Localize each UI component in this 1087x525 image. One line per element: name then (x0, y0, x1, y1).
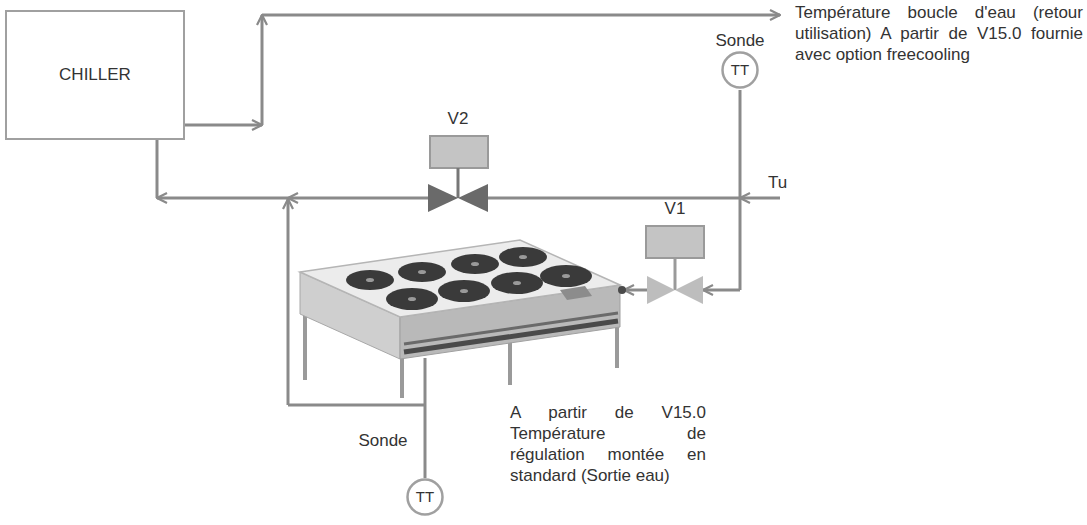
fan (438, 280, 490, 302)
freecooling-pipe (624, 289, 647, 292)
fan (398, 262, 446, 282)
fan (386, 288, 438, 310)
fan-hub (471, 262, 479, 266)
supply-pipe (262, 14, 780, 17)
box-title: CHILLER (59, 65, 131, 85)
point-label: Tu (768, 172, 798, 193)
chiller-box: CHILLER (5, 10, 185, 140)
valve-body (458, 184, 488, 212)
sensor-stem (424, 405, 427, 478)
leg (303, 312, 307, 380)
fan (451, 254, 499, 274)
coil-header (404, 321, 618, 352)
sensor-tag: TT (416, 488, 434, 506)
sensor-label: Sonde (355, 430, 411, 451)
return-pipe (288, 197, 428, 200)
sensor-note: Température boucle d'eau (retour utilisa… (795, 2, 1083, 65)
valve-actuator (430, 136, 488, 168)
valve-label: V2 (428, 108, 488, 129)
valve-label: V1 (645, 198, 705, 219)
sensor-circle (408, 480, 443, 515)
freecooling-pipe (739, 198, 742, 290)
supply-pipe (185, 124, 262, 127)
fan-hub (418, 270, 426, 274)
fan-hub (513, 281, 521, 285)
freecooling-pipe (703, 289, 740, 292)
fan-hub (460, 289, 468, 293)
leg (615, 326, 619, 368)
control-box (560, 286, 592, 300)
valve-actuator (646, 226, 704, 258)
valve-stem (457, 168, 460, 198)
fan (491, 272, 543, 294)
fan-hub (519, 255, 527, 259)
fan-hub (408, 297, 416, 301)
fan-hub (562, 274, 570, 278)
supply-pipe (261, 15, 264, 125)
top-face (300, 240, 620, 317)
fan-hub (366, 278, 374, 282)
valve-body (647, 276, 675, 304)
drycooler-outlet (288, 404, 425, 407)
coil-header (404, 313, 618, 344)
valve-v1 (646, 226, 704, 304)
return-pipe (156, 140, 159, 198)
return-pipe (157, 197, 288, 200)
fans (346, 247, 592, 310)
leg (400, 357, 404, 398)
return-pipe (488, 197, 740, 200)
valve-body (428, 184, 458, 212)
temperature-sensor: TT (406, 478, 444, 516)
sensor-tag: TT (731, 61, 749, 79)
drycooler-outlet (287, 199, 290, 405)
fan (540, 265, 592, 287)
valve-stem (674, 258, 677, 290)
fan-hubs (366, 255, 570, 301)
fan (499, 247, 547, 267)
drycooler-illustration (300, 240, 626, 398)
sensor-circle (723, 53, 758, 88)
return-pipe (740, 197, 780, 200)
inlet-connection (618, 286, 626, 294)
leg (508, 342, 512, 385)
valve-v2 (428, 136, 488, 212)
sensor-stem (739, 90, 742, 198)
sensor-label: Sonde (712, 30, 768, 51)
valve-body (675, 276, 703, 304)
drycooler-outlet (424, 358, 427, 405)
sensor-note: A partir de V15.0 Température de régulat… (510, 402, 706, 486)
fan (346, 270, 394, 290)
temperature-sensor: TT (721, 51, 759, 89)
